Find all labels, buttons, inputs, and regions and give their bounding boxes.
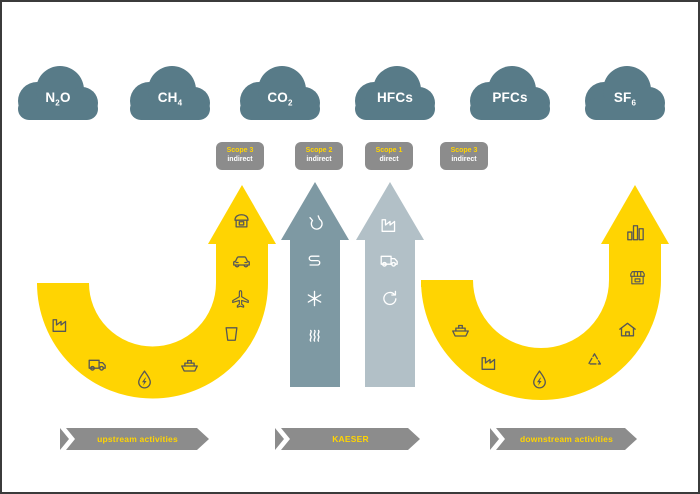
cloud-hfcs: HFCs (350, 54, 440, 124)
scope1-arrow (356, 182, 424, 387)
kiosk-icon (231, 210, 252, 231)
banner-ribbon (275, 428, 420, 450)
scope-badge-scope1: Scope 1 direct (365, 142, 413, 170)
scope-badge-downstream: Scope 3 indirect (440, 142, 488, 170)
factory-icon (50, 314, 71, 335)
truck-icon (87, 354, 108, 375)
scope-badge-upstream: Scope 3 indirect (216, 142, 264, 170)
banner-label: KAESER (332, 434, 369, 444)
scope-badge-kind: indirect (306, 156, 332, 163)
banner-label: downstream activities (519, 434, 613, 444)
store-icon (627, 267, 648, 288)
scope-badge-kind: direct (379, 156, 399, 163)
cloud-label: PFCs (492, 90, 528, 105)
cloud-label: HFCs (376, 90, 414, 105)
cloud-pfcs: PFCs (465, 54, 555, 124)
house-icon (617, 319, 638, 340)
energy-drop-icon (134, 369, 155, 390)
radiator-icon (304, 250, 325, 271)
scope-badge-title: Scope 2 (305, 147, 333, 154)
cloud-co2: CO2 (235, 54, 325, 124)
scope-badge-kind: indirect (227, 156, 253, 163)
heat-waves-icon (304, 324, 325, 345)
banner-label: upstream activities (97, 434, 178, 444)
airplane-icon (230, 289, 251, 310)
ship-icon (179, 354, 200, 375)
cloud-sf6: SF6 (580, 54, 670, 124)
power-plug-icon (305, 212, 326, 233)
ship-icon (450, 319, 471, 340)
truck-icon (379, 250, 400, 271)
downstream-banner: downstream activities (490, 428, 637, 450)
scope-badge-title: Scope 3 (226, 147, 254, 154)
trash-bin-icon (221, 323, 242, 344)
cloud-label: CH4 (157, 90, 183, 108)
scope-badge-title: Scope 1 (375, 147, 403, 154)
banner-ribbon (60, 428, 209, 450)
bar-chart-icon (625, 222, 646, 243)
kaeser-banner: KAESER (275, 428, 420, 450)
cloud-n2o: N2O (13, 54, 103, 124)
cloud-ch4: CH4 (125, 54, 215, 124)
refresh-icon (378, 287, 399, 308)
snowflake-icon (304, 288, 325, 309)
cloud-label: CO2 (267, 90, 293, 108)
factory-icon (479, 352, 500, 373)
banner-ribbon (490, 428, 637, 450)
factory-icon (379, 214, 400, 235)
scope2-arrow (281, 182, 349, 387)
cloud-label: N2O (45, 90, 71, 108)
upstream-banner: upstream activities (60, 428, 209, 450)
scope-badge-title: Scope 3 (450, 147, 478, 154)
cloud-label: SF6 (613, 90, 637, 108)
scope-badge-kind: indirect (451, 156, 477, 163)
car-icon (231, 250, 252, 271)
scope-badge-scope2: Scope 2 indirect (295, 142, 343, 170)
energy-drop-icon (529, 369, 550, 390)
recycle-icon (584, 350, 605, 371)
